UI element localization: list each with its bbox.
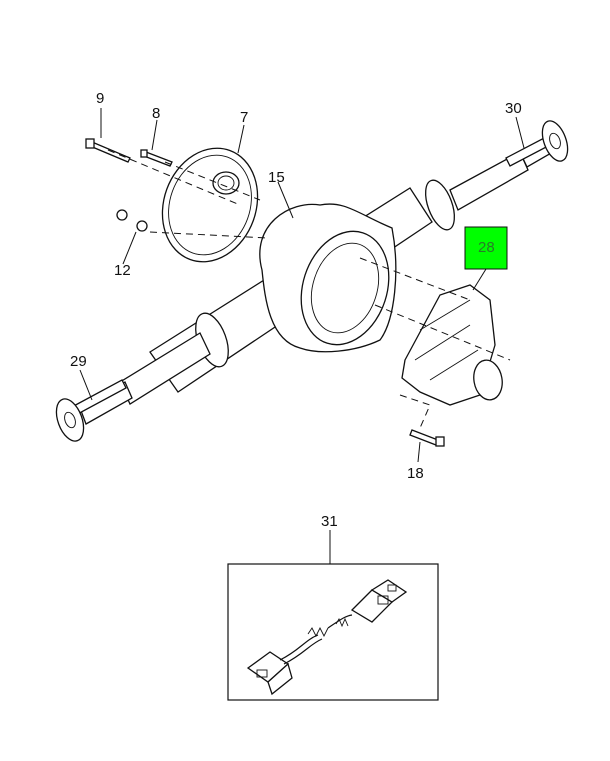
- assembly-lines: [107, 149, 511, 429]
- axle-shaft-left[interactable]: [51, 379, 127, 445]
- callout-8[interactable]: 8: [152, 105, 160, 122]
- highlight-box-28[interactable]: [464, 226, 508, 270]
- callout-18[interactable]: 18: [407, 465, 424, 482]
- bolt-8[interactable]: [140, 149, 173, 167]
- callout-31[interactable]: 31: [321, 513, 338, 530]
- callout-leaders: [79, 108, 525, 564]
- wiring-harness[interactable]: [246, 579, 408, 696]
- callout-15[interactable]: 15: [268, 169, 285, 186]
- callout-9[interactable]: 9: [96, 90, 104, 107]
- callout-12[interactable]: 12: [114, 262, 131, 279]
- differential-carrier[interactable]: [401, 284, 505, 406]
- axle-housing[interactable]: [79, 137, 554, 425]
- nut-12[interactable]: [116, 209, 148, 232]
- callout-7[interactable]: 7: [240, 109, 248, 126]
- bolt-9[interactable]: [85, 138, 131, 163]
- axle-shaft-right[interactable]: [505, 118, 573, 167]
- callout-28[interactable]: 28: [478, 239, 495, 256]
- bolt-18[interactable]: [409, 429, 445, 447]
- harness-inset-box: [227, 563, 439, 701]
- differential-cover[interactable]: [147, 135, 273, 275]
- callout-30[interactable]: 30: [505, 100, 522, 117]
- callout-29[interactable]: 29: [70, 353, 87, 370]
